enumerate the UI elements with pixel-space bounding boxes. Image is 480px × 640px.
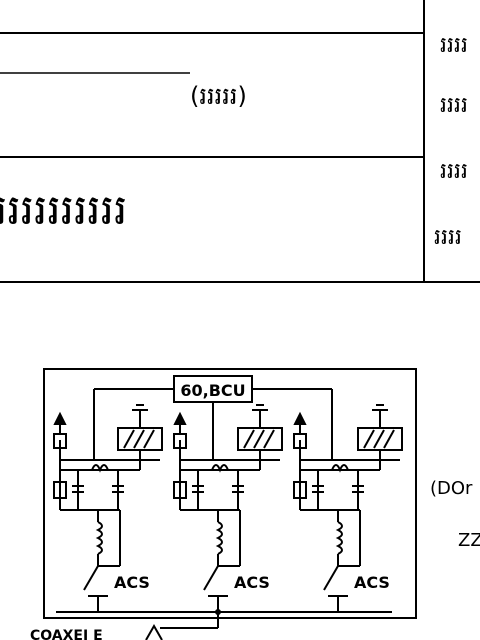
switch-label-1: ACS (114, 573, 150, 592)
switch-label-3: ACS (354, 573, 390, 592)
bus-junction (215, 609, 221, 615)
unit-note: (រររររ) (190, 82, 247, 110)
main-title-text: ររររររររររ (0, 185, 127, 234)
title-block (0, 0, 480, 283)
side-label-1: (DOr (430, 478, 473, 499)
right-label-3: ររររ (440, 159, 468, 184)
bay-3: ACS (293, 404, 403, 612)
top-wiring (93, 388, 333, 460)
schematic-frame (43, 368, 417, 619)
bottom-label: COAXEI E (30, 628, 103, 640)
right-label-1: ររររ (440, 33, 468, 58)
bay-2: ACS (173, 404, 283, 612)
side-label-2: ZZ (458, 530, 480, 551)
switch-label-2: ACS (234, 573, 270, 592)
right-label-4: ររររ (434, 225, 462, 250)
right-label-2: ររររ (440, 93, 468, 118)
bottom-bus (56, 611, 392, 640)
bcu-label: 60,BCU (180, 381, 245, 400)
bay-1: ACS (53, 404, 163, 612)
